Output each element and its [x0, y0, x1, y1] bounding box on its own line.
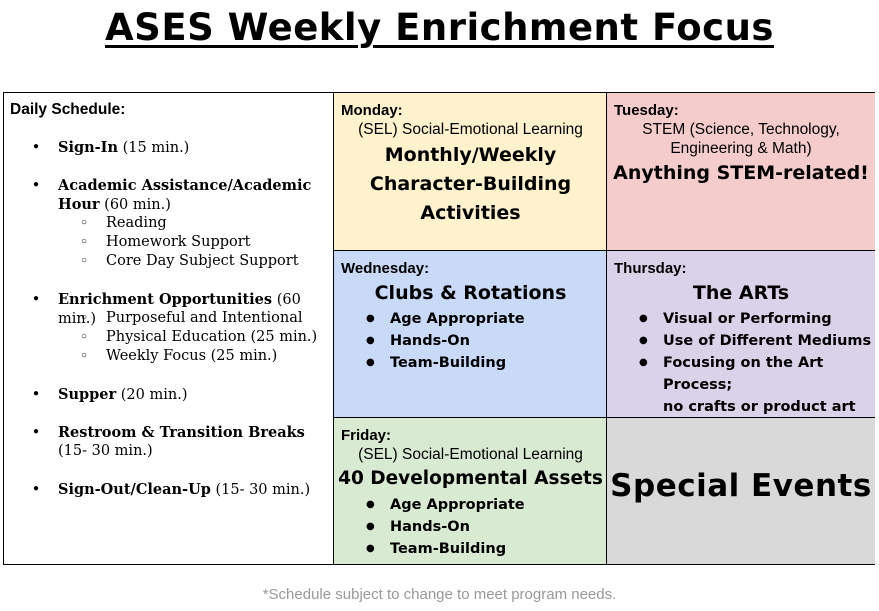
list-item: Age Appropriate: [366, 494, 525, 516]
schedule-grid: Daily Schedule: ● Sign-In (15 min.) ● Ac…: [3, 92, 875, 565]
list-item: Use of Different Mediums: [639, 330, 875, 352]
schedule-subitem: Physical Education (25 min.): [106, 329, 318, 345]
special-events-cell: Special Events: [607, 418, 875, 564]
list-item: Visual or Performing: [639, 308, 875, 330]
bullet-icon: ●: [33, 483, 40, 494]
circle-bullet-icon: ○: [81, 350, 88, 361]
monday-focus: Monthly/Weekly Character-Building Activi…: [369, 144, 572, 224]
thursday-list: Visual or Performing Use of Different Me…: [639, 308, 875, 418]
page-title: ASES Weekly Enrichment Focus: [105, 6, 774, 49]
special-events-label: Special Events: [610, 468, 872, 504]
schedule-item-enrichment: Enrichment Opportunities (60 min.): [58, 291, 301, 327]
schedule-item-signout: Sign-Out/Clean-Up (15- 30 min.): [58, 481, 311, 498]
tuesday-focus: Anything STEM-related!: [613, 162, 869, 184]
circle-bullet-icon: ○: [81, 312, 88, 323]
bullet-icon: ●: [33, 293, 40, 304]
list-item: Team-Building: [366, 352, 525, 374]
monday-cell: Monday: (SEL) Social-Emotional Learning …: [334, 93, 607, 251]
friday-cell: Friday: (SEL) Social-Emotional Learning …: [334, 418, 607, 564]
circle-bullet-icon: ○: [81, 331, 88, 342]
bullet-icon: ●: [33, 179, 40, 190]
list-item: Focusing on the Art Process;: [639, 352, 875, 396]
circle-bullet-icon: ○: [81, 217, 88, 228]
schedule-subitem: Purposeful and Intentional: [106, 310, 303, 326]
bullet-icon: ●: [33, 141, 40, 152]
list-item: Hands-On: [366, 516, 525, 538]
list-item-continued: no crafts or product art: [663, 399, 856, 415]
schedule-subitem: Reading: [106, 215, 167, 231]
schedule-item-restroom: Restroom & Transition Breaks: [58, 424, 305, 441]
tuesday-label: Tuesday:: [614, 102, 679, 119]
circle-bullet-icon: ○: [81, 255, 88, 266]
wednesday-focus: Clubs & Rotations: [374, 282, 567, 304]
list-item: Age Appropriate: [366, 308, 525, 330]
daily-schedule-panel: Daily Schedule: ● Sign-In (15 min.) ● Ac…: [4, 93, 334, 564]
wednesday-list: Age Appropriate Hands-On Team-Building: [366, 308, 525, 374]
list-item: Hands-On: [366, 330, 525, 352]
tuesday-cell: Tuesday: STEM (Science, Technology, Engi…: [607, 93, 875, 251]
bullet-icon: ●: [33, 426, 40, 437]
schedule-item-academic: Academic Assistance/Academic: [58, 177, 312, 194]
wednesday-label: Wednesday:: [341, 260, 430, 277]
schedule-item-supper: Supper (20 min.): [58, 386, 188, 403]
friday-subtitle: (SEL) Social-Emotional Learning: [358, 446, 583, 463]
bullet-icon: ●: [33, 388, 40, 399]
thursday-cell: Thursday: The ARTs Visual or Performing …: [607, 251, 875, 418]
wednesday-cell: Wednesday: Clubs & Rotations Age Appropr…: [334, 251, 607, 418]
schedule-item-signin: Sign-In (15 min.): [58, 139, 190, 156]
schedule-item-academic-cont: Hour (60 min.): [58, 196, 171, 213]
monday-subtitle: (SEL) Social-Emotional Learning: [358, 121, 583, 138]
tuesday-subtitle: STEM (Science, Technology, Engineering &…: [642, 121, 840, 157]
friday-label: Friday:: [341, 427, 392, 444]
circle-bullet-icon: ○: [81, 236, 88, 247]
list-item: Team-Building: [366, 538, 525, 560]
friday-focus: 40 Developmental Assets: [338, 468, 603, 489]
schedule-subitem: Core Day Subject Support: [106, 253, 299, 269]
friday-list: Age Appropriate Hands-On Team-Building: [366, 494, 525, 560]
daily-schedule-heading: Daily Schedule:: [10, 101, 126, 118]
footer-note: *Schedule subject to change to meet prog…: [262, 586, 617, 603]
thursday-focus: The ARTs: [692, 282, 790, 304]
thursday-label: Thursday:: [614, 260, 687, 277]
monday-label: Monday:: [341, 102, 403, 119]
schedule-subitem: Homework Support: [106, 234, 251, 250]
schedule-subitem: Weekly Focus (25 min.): [106, 348, 278, 364]
schedule-item-restroom-time: (15- 30 min.): [58, 443, 153, 459]
